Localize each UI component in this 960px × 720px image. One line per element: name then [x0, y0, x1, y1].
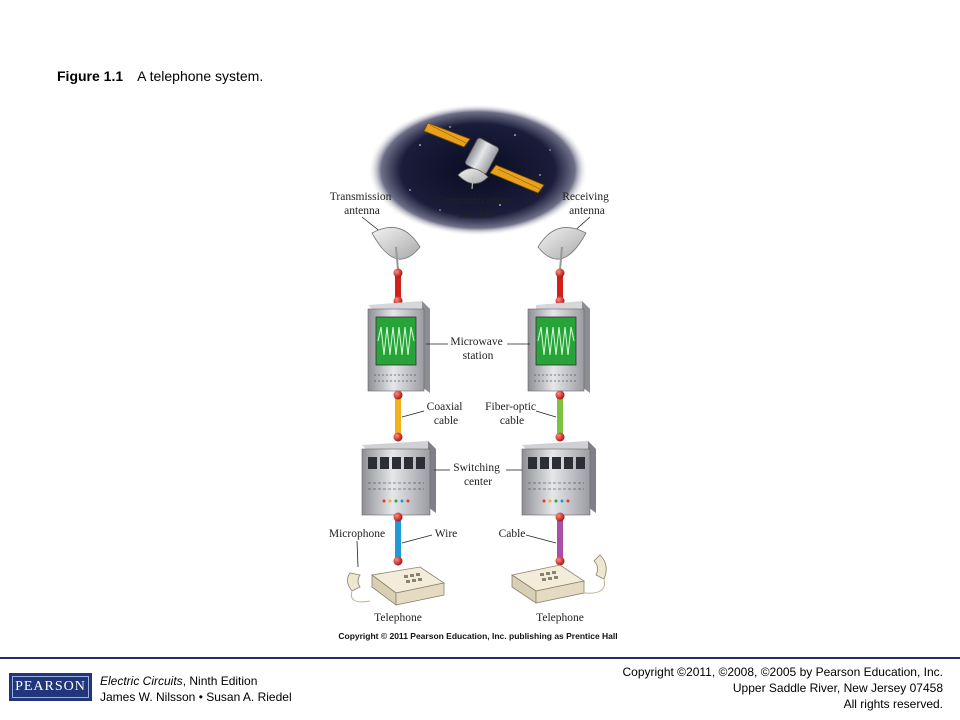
svg-text:Communications satellite: Communications satellite: [435, 195, 516, 221]
satellite-label-2: satellite: [458, 209, 494, 221]
telephone-right-icon: [510, 554, 607, 604]
microwave-station-right-icon: [527, 301, 590, 393]
image-copyright: Copyright © 2011 Pearson Education, Inc.…: [338, 631, 617, 641]
pearson-logo: PEARSON: [9, 673, 92, 701]
copyright-notice: Copyright ©2011, ©2008, ©2005 by Pearson…: [622, 664, 943, 712]
receiving-antenna-label-2: antenna: [569, 205, 605, 217]
book-info: Electric Circuits, Ninth Edition James W…: [100, 673, 292, 705]
telephone-left-label: Telephone: [374, 612, 422, 624]
microwave-station-left-icon: [367, 301, 430, 393]
fiber-optic-label: Fiber-optic: [485, 401, 536, 413]
coaxial-cable-line: [395, 395, 401, 437]
switching-center-right-icon: [521, 441, 596, 516]
svg-text:Transmission antenna: Transmission antenna: [330, 191, 394, 217]
link-right-top: [557, 273, 563, 301]
copyright-line-2: Upper Saddle River, New Jersey 07458: [732, 681, 943, 695]
transmission-antenna-label-2: antenna: [344, 205, 380, 217]
coaxial-cable-label: Coaxial: [427, 401, 463, 413]
stars: [409, 126, 551, 211]
telephone-right-label: Telephone: [536, 612, 584, 624]
wire-line: [395, 517, 401, 561]
transmission-antenna-label: Transmission: [330, 191, 392, 203]
transmission-antenna-icon: [371, 227, 421, 271]
link-left-top: [395, 273, 401, 301]
satellite-icon: [423, 122, 545, 194]
copyright-line-3: All rights reserved.: [843, 697, 943, 711]
copyright-line-1: Copyright ©2011, ©2008, ©2005 by Pearson…: [622, 665, 943, 679]
leader-microphone: [356, 540, 359, 568]
svg-text:Switching center: Switching center: [453, 462, 503, 488]
coaxial-cable-label-2: cable: [434, 415, 458, 427]
microphone-label: Microphone: [329, 528, 385, 540]
leader-coaxial: [401, 410, 425, 418]
book-edition: , Ninth Edition: [182, 674, 258, 688]
cable-line: [557, 517, 563, 561]
wire-label: Wire: [435, 528, 458, 540]
book-authors: James W. Nilsson • Susan A. Riedel: [100, 690, 292, 704]
fiber-optic-cable-line: [557, 395, 563, 437]
microwave-station-label-2: station: [463, 350, 494, 362]
figure-caption: Figure 1.1 A telephone system.: [57, 68, 263, 84]
figure-number: Figure 1.1: [57, 68, 124, 84]
switching-center-left-icon: [361, 441, 436, 516]
switching-center-label-2: center: [464, 476, 492, 488]
svg-text:Receiving antenna: Receiving antenna: [562, 191, 612, 217]
telephone-left-icon: [347, 566, 446, 606]
svg-text:Fiber-optic cable: Fiber-optic cable: [485, 401, 539, 427]
cable-label: Cable: [499, 528, 526, 540]
book-title: Electric Circuits: [100, 674, 183, 688]
microwave-station-label: Microwave: [450, 336, 502, 348]
telephone-system-diagram: Transmission antenna Communications sate…: [329, 105, 618, 641]
leader-cable: [525, 534, 557, 544]
book-title-line: Electric Circuits, Ninth Edition: [100, 673, 292, 689]
svg-text:Coaxial cable: Coaxial cable: [427, 401, 466, 427]
switching-center-label: Switching: [453, 462, 500, 474]
svg-text:Microwave station: Microwave station: [450, 336, 505, 362]
satellite-label: Communications: [435, 195, 514, 207]
leader-fiber: [535, 410, 557, 418]
receiving-antenna-icon: [537, 227, 587, 271]
leader-wire: [401, 534, 433, 544]
fiber-optic-label-2: cable: [500, 415, 524, 427]
figure-title: A telephone system.: [137, 68, 264, 84]
footer-divider: [0, 657, 960, 659]
receiving-antenna-label: Receiving: [562, 191, 609, 203]
